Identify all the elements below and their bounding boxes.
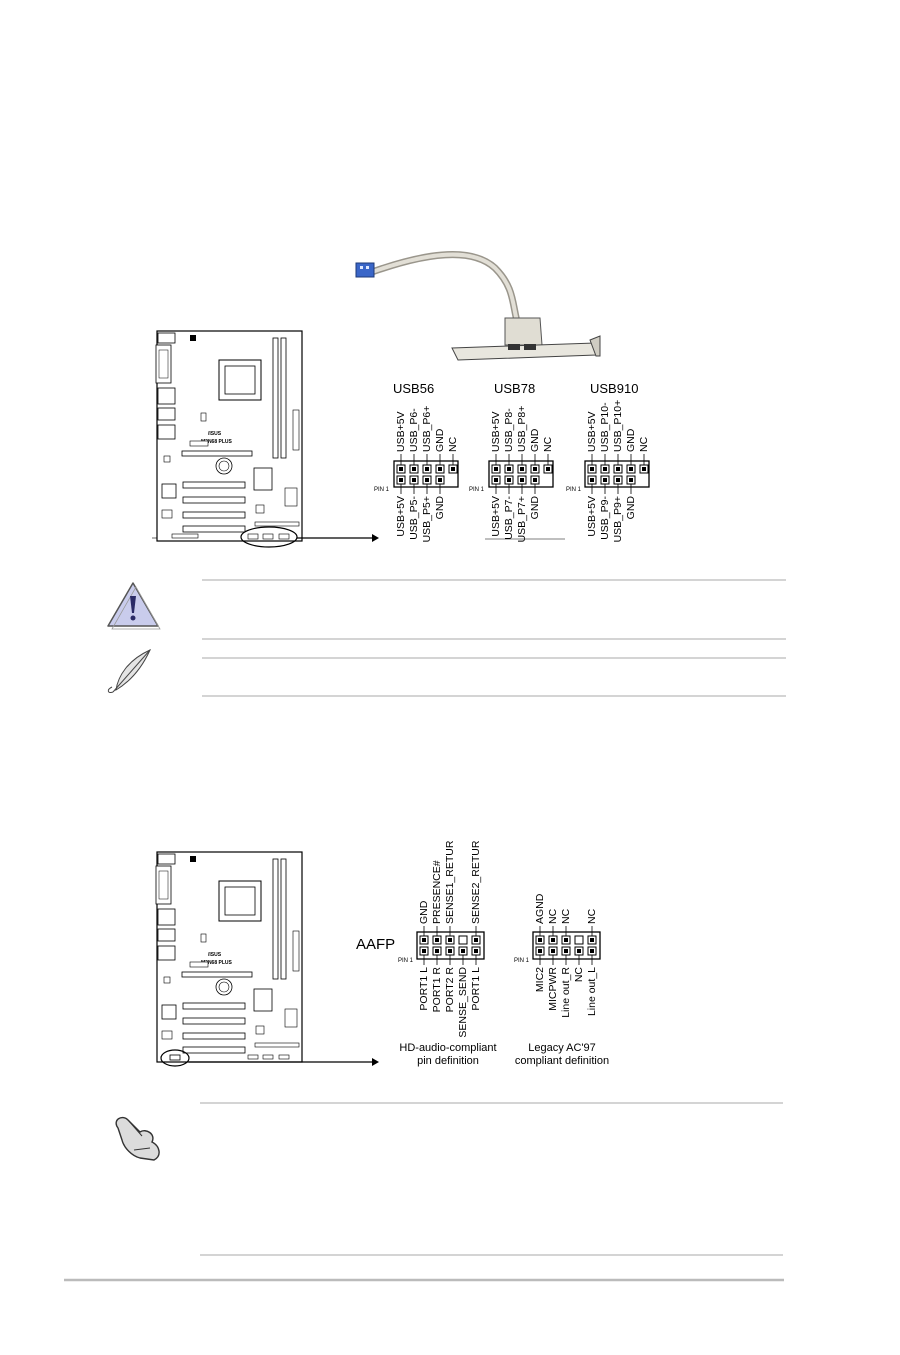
usb56-top-1: USB+5V [395, 411, 407, 452]
usb910-top-2: USB_P10- [599, 402, 611, 452]
usb56-header: USB56 PIN 1 USB+5V USB_P6- USB_P6+ GND N… [374, 381, 459, 542]
hd-bottom-1: PORT1 L [418, 967, 430, 1011]
usb56-bottom-4: GND [434, 496, 446, 520]
hd-top-3: SENSE1_RETUR [444, 840, 456, 924]
usb-bracket-illustration [355, 251, 601, 361]
usb78-top-5: NC [542, 436, 554, 452]
ac97-bottom-1: MIC2 [534, 967, 546, 992]
usb910-top-4: GND [625, 428, 637, 452]
aafp-title: AAFP [356, 936, 395, 953]
usb78-top-1: USB+5V [490, 411, 502, 452]
usb56-bottom-2: USB_P5- [408, 496, 420, 540]
ac97-bottom-3: Line out_R [560, 967, 572, 1018]
hd-caption-line2: pin definition [417, 1055, 479, 1067]
motherboard-diagram-aafp: /ISUS M2N68 PLUS [155, 851, 379, 1067]
usb78-header: USB78 PIN 1 USB+5V USB_P8- USB_P8+ GND N… [469, 381, 554, 542]
usb78-top-3: USB_P8+ [516, 406, 528, 452]
ac97-caption-line2: compliant definition [515, 1055, 609, 1067]
usb910-bottom-3: USB_P9+ [612, 496, 624, 542]
usb56-top-4: GND [434, 428, 446, 452]
hd-bottom-4: SENSE_SEND [457, 967, 469, 1038]
usb56-title: USB56 [393, 381, 434, 396]
board-model: M2N68 PLUS [201, 439, 233, 445]
usb910-top-5: NC [638, 436, 650, 452]
hd-top-2: PRESENCE# [431, 860, 443, 924]
ac97-bottom-5: Line out_L [586, 967, 598, 1016]
hd-bottom-2: PORT1 R [431, 967, 443, 1013]
motherboard-diagram-usb: /ISUS M2N68 PLUS [152, 330, 565, 548]
hd-top-1: GND [418, 900, 430, 924]
ac97-pin1: PIN 1 [514, 958, 530, 964]
usb78-pin1: PIN 1 [469, 487, 485, 493]
hd-top-5: SENSE2_RETUR [470, 840, 482, 924]
usb78-bottom-1: USB+5V [490, 496, 502, 537]
ac97-top-2: NC [547, 908, 559, 924]
usb78-top-2: USB_P8- [503, 408, 515, 452]
usb56-top-5: NC [447, 436, 459, 452]
warning-icon [107, 582, 161, 630]
ac97-bottom-4: NC [573, 967, 585, 983]
usb910-bottom-4: GND [625, 496, 637, 520]
usb56-top-2: USB_P6- [408, 408, 420, 452]
usb78-bottom-2: USB_P7- [503, 496, 515, 540]
board-model-2: M2N68 PLUS [201, 960, 233, 966]
ac97-bottom-2: MICPWR [547, 967, 559, 1011]
usb78-top-4: GND [529, 428, 541, 452]
usb56-top-3: USB_P6+ [421, 406, 433, 452]
usb910-title: USB910 [590, 381, 638, 396]
usb56-pin1: PIN 1 [374, 487, 390, 493]
note-feather-icon [107, 648, 152, 693]
usb78-bottom-3: USB_P7+ [516, 496, 528, 542]
usb910-pin1: PIN 1 [566, 487, 582, 493]
usb78-title: USB78 [494, 381, 535, 396]
hd-bottom-3: PORT2 R [444, 967, 456, 1013]
usb910-bottom-2: USB_P9- [599, 496, 611, 540]
ac97-top-1: AGND [534, 893, 546, 924]
ac97-top-3: NC [560, 908, 572, 924]
board-brand: /ISUS [208, 431, 222, 437]
usb56-bottom-1: USB+5V [395, 496, 407, 537]
hd-caption-line1: HD-audio-compliant [399, 1042, 496, 1054]
usb56-bottom-3: USB_P5+ [421, 496, 433, 542]
ac97-top-5: NC [586, 908, 598, 924]
usb910-top-3: USB_P10+ [612, 400, 624, 452]
usb910-bottom-1: USB+5V [586, 496, 598, 537]
ac97-caption-line1: Legacy AC'97 [528, 1042, 596, 1054]
aafp-header: AAFP PIN 1 GND PRESENCE# SENSE1_RETUR SE… [356, 840, 609, 1067]
usb910-header: USB910 PIN 1 USB+5V USB_P10- USB_P10+ GN… [566, 381, 650, 542]
hd-bottom-5: PORT1 L [470, 967, 482, 1011]
usb78-bottom-4: GND [529, 496, 541, 520]
important-hand-icon [115, 1116, 160, 1161]
hd-pin1: PIN 1 [398, 958, 414, 964]
board-brand-2: /ISUS [208, 952, 222, 958]
usb910-top-1: USB+5V [586, 411, 598, 452]
